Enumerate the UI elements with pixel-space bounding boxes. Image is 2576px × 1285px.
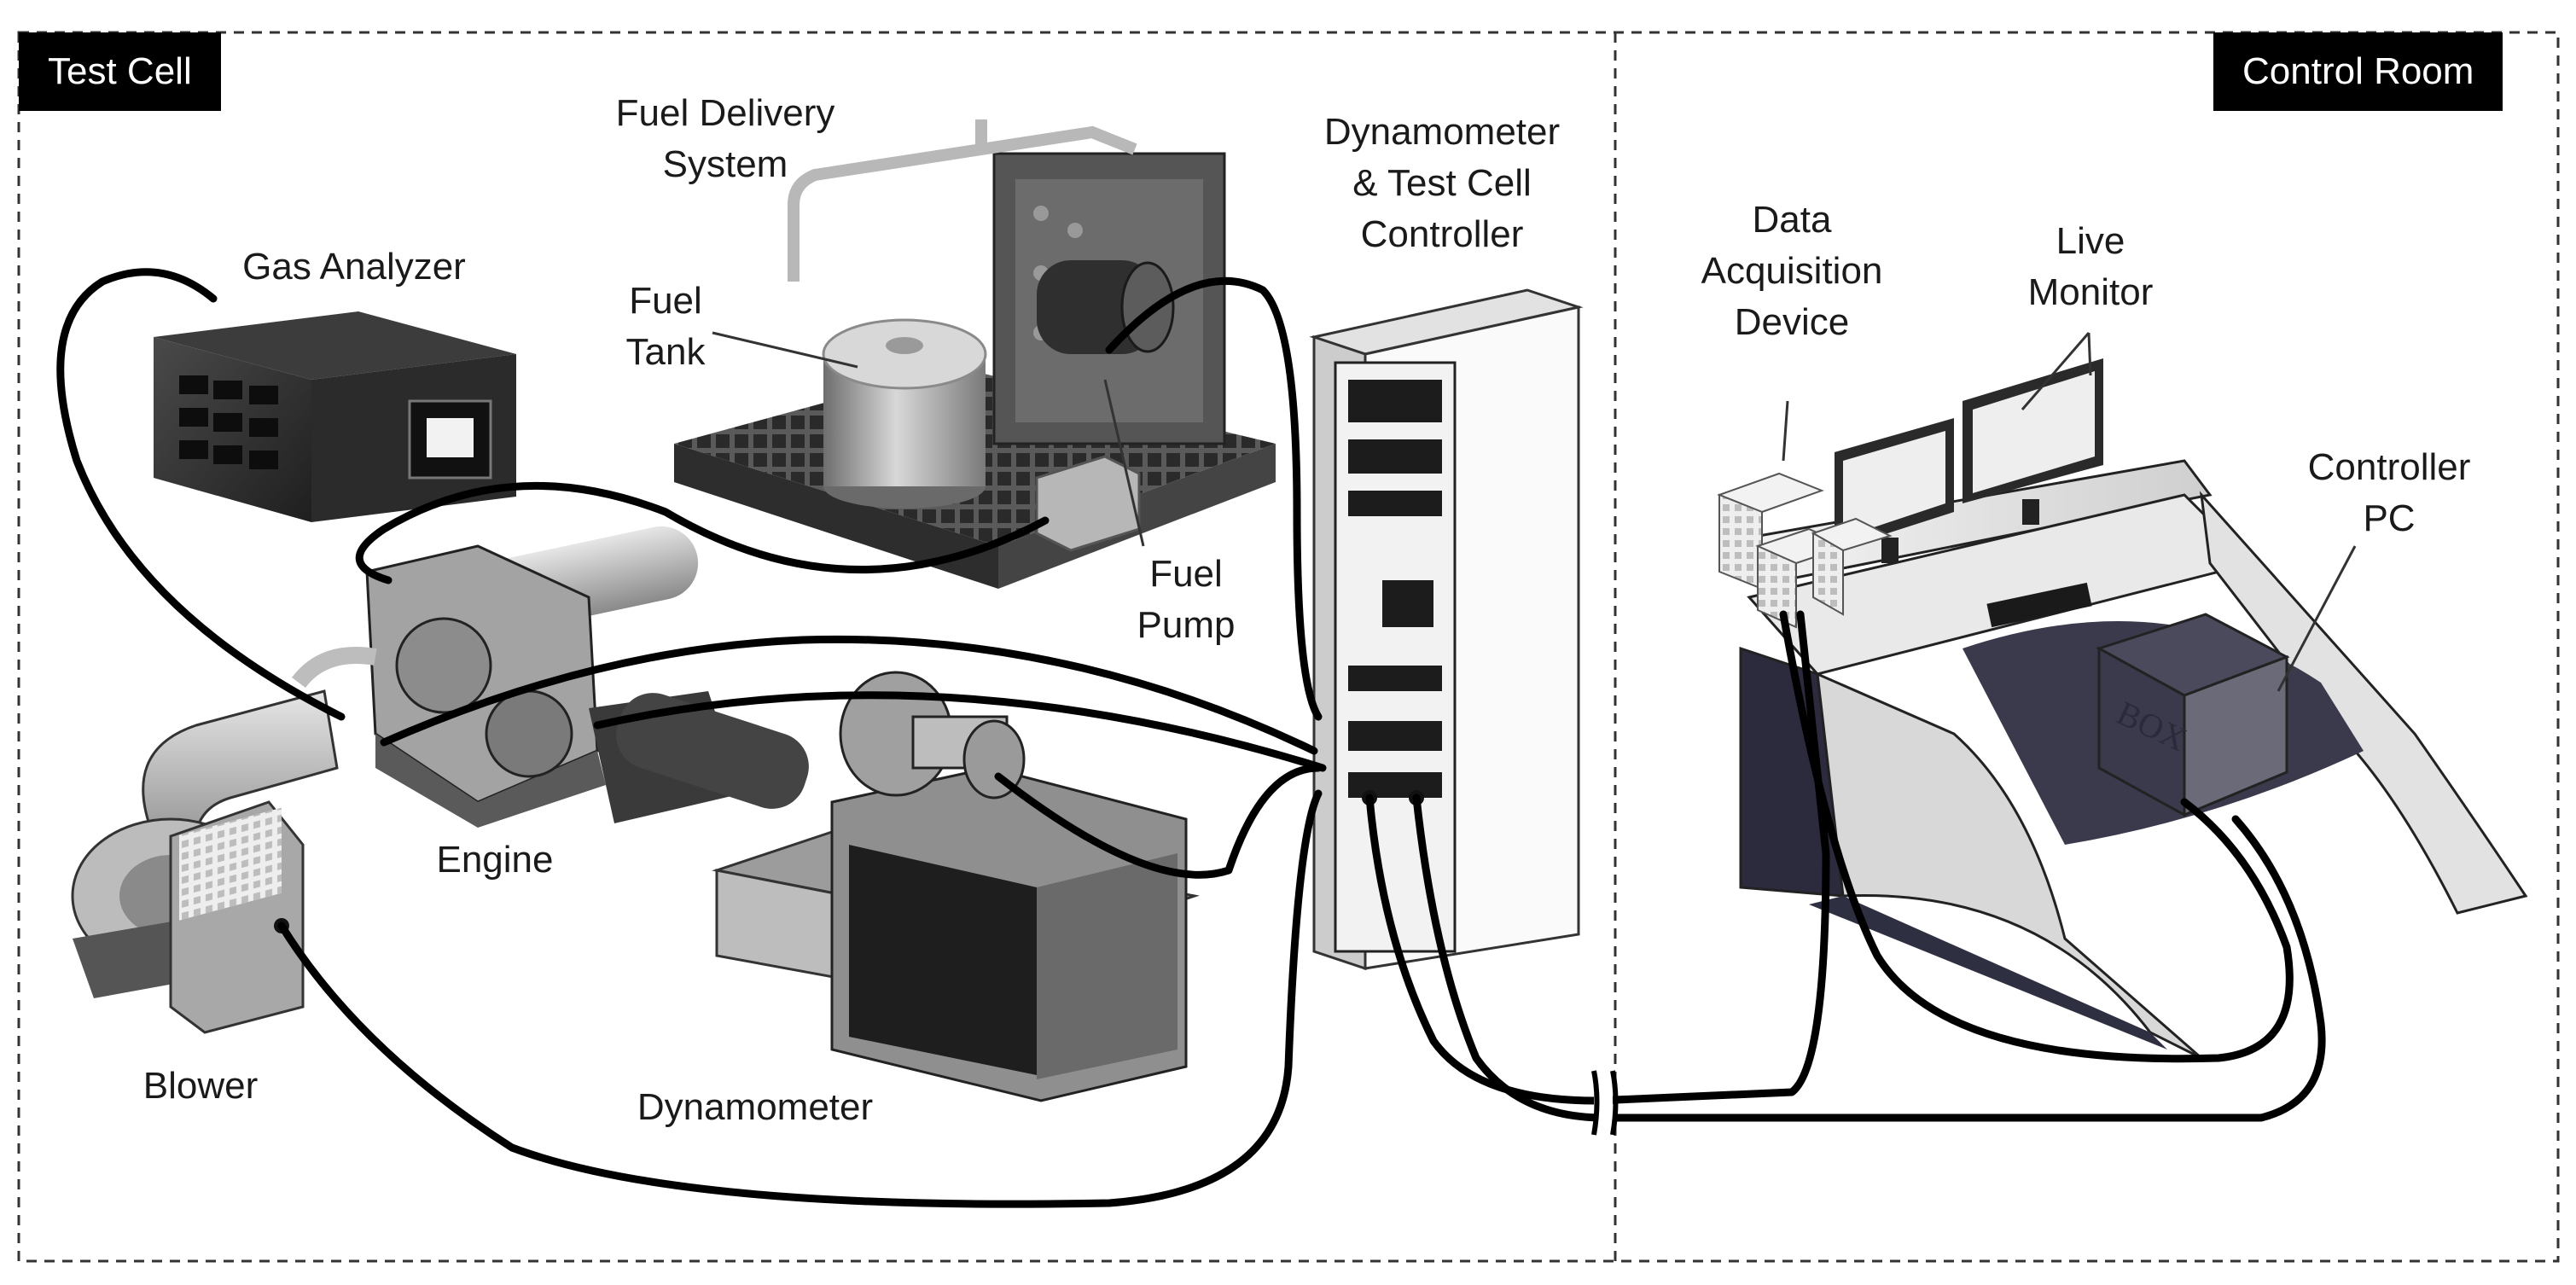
cable-daq-pc <box>1779 610 2294 1063</box>
data-acquisition-device <box>1717 472 1893 629</box>
cable-dyno-rack <box>994 764 1323 879</box>
cable-engine-rack <box>380 635 1318 755</box>
label-line: Acquisition <box>1701 250 1883 292</box>
zone-tag-control-room: Control Room <box>2213 32 2503 111</box>
monitors <box>1835 358 2103 563</box>
cable-fuel-system-loop <box>355 481 1050 584</box>
outer-frame <box>17 31 2560 1263</box>
label-line: Fuel Delivery <box>615 92 835 134</box>
label-gas-analyzer: Gas Analyzer <box>242 246 466 288</box>
label-line: Controller <box>2307 446 2471 488</box>
cables <box>56 268 2326 1208</box>
cable-break-mark <box>1591 1070 1619 1136</box>
label-fuel-tank: Fuel Tank <box>580 276 751 378</box>
label-line: Dynamometer <box>1323 111 1561 153</box>
label-controller-pc: Controller PC <box>2270 442 2509 544</box>
label-dyno-controller: Dynamometer & Test Cell Controller <box>1284 107 1600 260</box>
leader-live-monitor-a <box>2021 332 2090 410</box>
controller-rack <box>1309 288 1584 971</box>
dynamometer-unit <box>616 671 1200 1102</box>
leader-fuel-tank <box>712 331 858 369</box>
label-line: Monitor <box>2027 271 2154 313</box>
label-live-monitor: Live Monitor <box>1988 216 2193 318</box>
cable-gas-analyzer-engine <box>56 268 346 721</box>
label-line: System <box>662 143 788 185</box>
label-line: Controller <box>1360 213 1524 255</box>
label-line: Data <box>1752 199 1832 241</box>
blower-unit <box>71 689 339 1034</box>
cable-engine-rack-2 <box>593 691 1327 772</box>
label-engine: Engine <box>436 839 554 881</box>
gas-analyzer-unit <box>154 311 516 522</box>
leader-lines <box>712 331 2357 692</box>
cable-blower-rack <box>277 789 1323 1208</box>
label-data-acquisition-device: Data Acquisition Device <box>1664 195 1920 348</box>
label-line: & Test Cell <box>1352 162 1532 204</box>
leader-controller-pc <box>2277 545 2357 692</box>
label-dynamometer: Dynamometer <box>637 1086 874 1128</box>
label-blower: Blower <box>142 1065 259 1107</box>
label-line: Tank <box>625 331 706 373</box>
label-line: Device <box>1734 301 1850 343</box>
leader-live-monitor-b <box>2087 332 2092 376</box>
label-line: PC <box>2363 497 2416 539</box>
label-line: Live <box>2056 220 2125 262</box>
zone-frames <box>17 31 2560 1263</box>
label-line: Fuel <box>629 280 702 322</box>
label-line: Pump <box>1137 604 1236 646</box>
leader-data-acquisition <box>1782 400 1789 462</box>
zone-tag-test-cell: Test Cell <box>19 32 221 111</box>
controller-pc: BOX <box>2096 613 2290 817</box>
leader-fuel-pump <box>1103 379 1145 547</box>
cable-fuel-pump-rack <box>1105 276 1323 721</box>
label-fuel-pump: Fuel Pump <box>1109 549 1263 651</box>
label-fuel-delivery-system: Fuel Delivery System <box>589 88 862 190</box>
label-line: Fuel <box>1149 553 1223 595</box>
